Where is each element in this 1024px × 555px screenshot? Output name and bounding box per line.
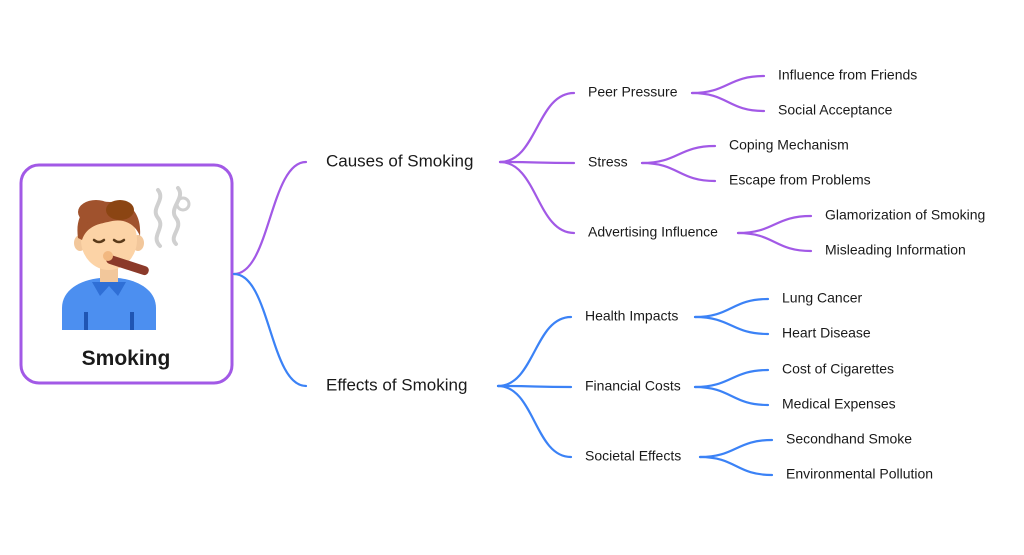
sub-node-causes-1[interactable]: Stress (588, 154, 628, 170)
man-smoking-cigar-icon (62, 186, 191, 330)
connector-effects-sub-2 (496, 384, 573, 459)
connector-effects-leaf-1-1 (693, 385, 770, 407)
connector-causes-leaf-1-0 (640, 144, 717, 165)
leaf-node-effects-2-0[interactable]: Secondhand Smoke (786, 431, 912, 447)
connector-causes-leaf-0-0 (690, 74, 766, 95)
connector-root-effects (232, 272, 308, 388)
connector-effects-leaf-2-0 (698, 438, 774, 459)
leaf-node-causes-0-0[interactable]: Influence from Friends (778, 67, 917, 83)
connector-causes-leaf-0-1 (690, 91, 766, 113)
connectors (232, 74, 813, 477)
root-node[interactable]: Smoking (19, 163, 234, 385)
connector-causes-leaf-2-1 (736, 231, 813, 253)
sub-node-effects-2[interactable]: Societal Effects (585, 448, 681, 464)
leaf-node-effects-0-0[interactable]: Lung Cancer (782, 290, 863, 306)
connector-causes-leaf-1-1 (640, 161, 717, 183)
connector-effects-sub-0 (496, 315, 573, 388)
leaf-node-effects-2-1[interactable]: Environmental Pollution (786, 466, 933, 482)
leaf-node-effects-0-1[interactable]: Heart Disease (782, 325, 871, 341)
connector-effects-leaf-0-0 (693, 297, 770, 319)
connector-effects-leaf-2-1 (698, 455, 774, 477)
labels: Causes of Smoking Peer Pressure Influence … (326, 67, 985, 482)
leaf-node-causes-0-1[interactable]: Social Acceptance (778, 102, 893, 118)
branch-node-effects[interactable]: Effects of Smoking (326, 375, 467, 394)
sub-node-causes-0[interactable]: Peer Pressure (588, 84, 678, 100)
leaf-node-effects-1-1[interactable]: Medical Expenses (782, 396, 896, 412)
connector-causes-leaf-2-0 (736, 214, 813, 235)
sub-node-causes-2[interactable]: Advertising Influence (588, 224, 718, 240)
connector-root-causes (232, 160, 308, 276)
connector-effects-leaf-1-0 (693, 368, 770, 389)
connector-effects-sub-1 (496, 384, 573, 389)
sub-node-effects-0[interactable]: Health Impacts (585, 308, 678, 324)
connector-effects-leaf-0-1 (693, 315, 770, 336)
leaf-node-effects-1-0[interactable]: Cost of Cigarettes (782, 361, 894, 377)
leaf-node-causes-1-0[interactable]: Coping Mechanism (729, 137, 849, 153)
leaf-node-causes-2-1[interactable]: Misleading Information (825, 242, 966, 258)
connector-causes-sub-1 (498, 160, 576, 165)
connector-causes-sub-2 (498, 160, 576, 235)
leaf-node-causes-2-0[interactable]: Glamorization of Smoking (825, 207, 985, 223)
connector-causes-sub-0 (498, 91, 576, 164)
sub-node-effects-1[interactable]: Financial Costs (585, 378, 681, 394)
branch-node-causes[interactable]: Causes of Smoking (326, 151, 473, 170)
leaf-node-causes-1-1[interactable]: Escape from Problems (729, 172, 871, 188)
root-title: Smoking (82, 347, 171, 370)
